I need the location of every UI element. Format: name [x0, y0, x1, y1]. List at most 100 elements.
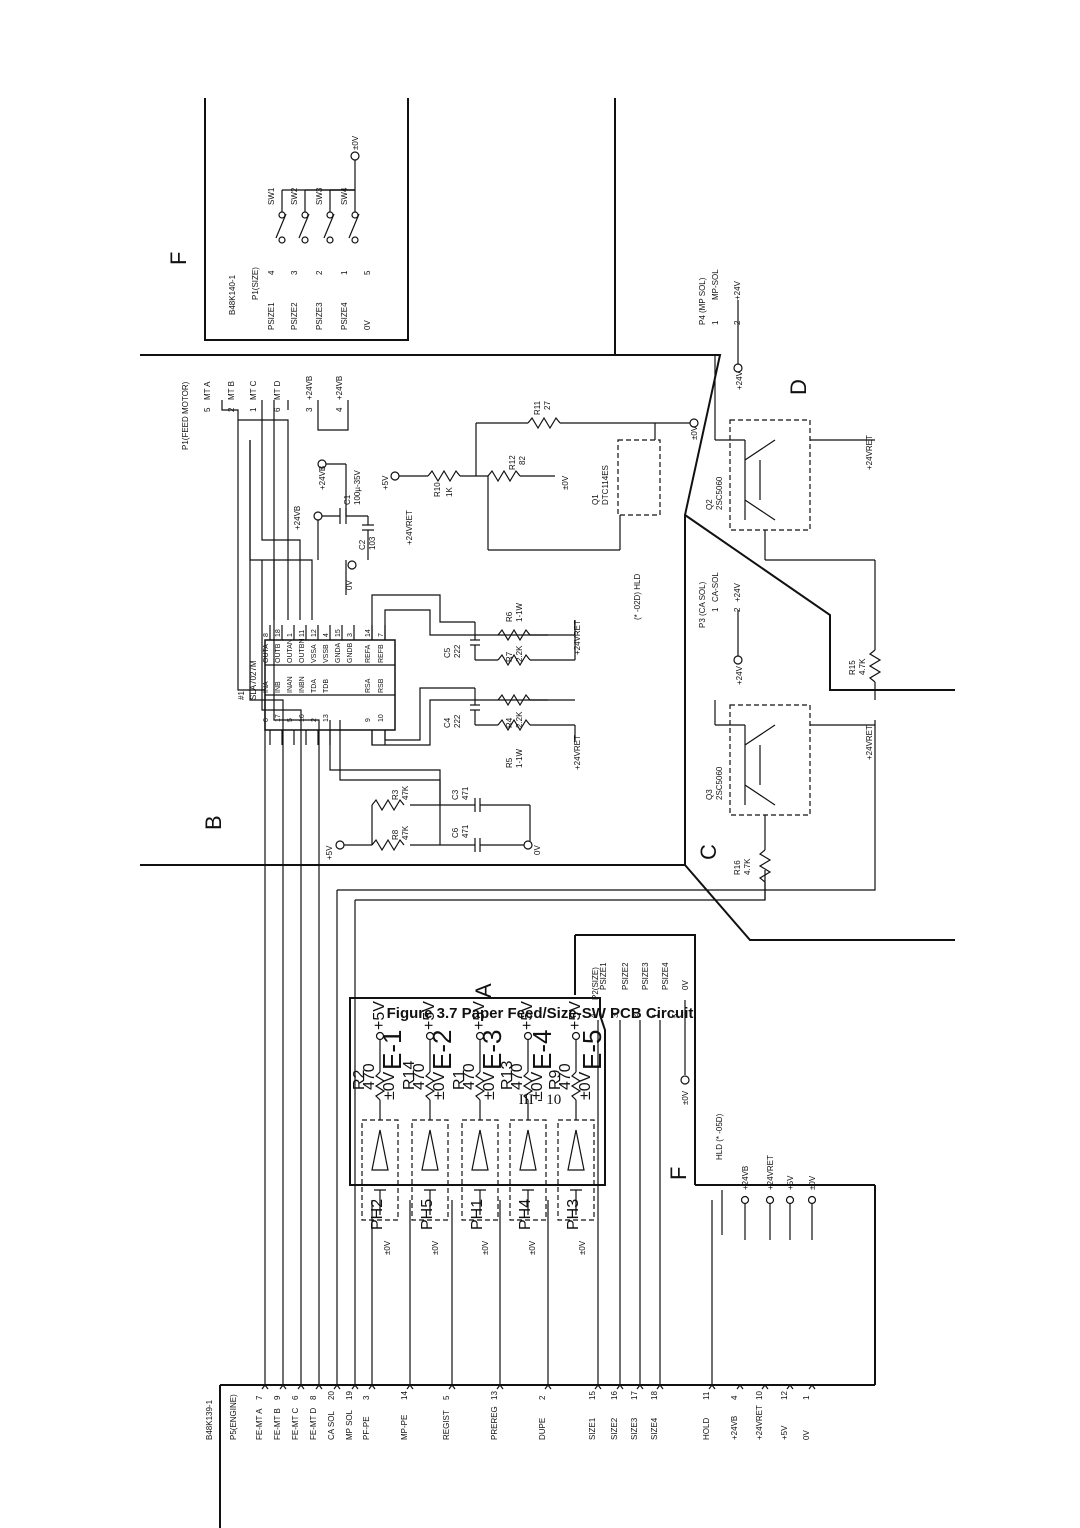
- ic1-pin-name: VSSA: [311, 644, 318, 663]
- ic1-pin-name: REFB: [378, 644, 385, 663]
- ic1-pin-name: INBN: [299, 676, 306, 693]
- p5-pin-number: 19: [345, 1391, 354, 1400]
- p5-pin-number: 1: [802, 1395, 811, 1400]
- ic1-pin-right: 4: [323, 633, 330, 637]
- ph-ref-label: PH3: [565, 1199, 582, 1230]
- p5-pin-number: 3: [362, 1395, 371, 1400]
- c5-label: C5: [443, 647, 452, 658]
- c3-value: 471: [461, 786, 470, 800]
- c6-value: 471: [461, 824, 470, 838]
- size-sw-name: P1(SIZE): [251, 267, 260, 300]
- ic1-pin-right: 1: [287, 633, 294, 637]
- p5-pin-signal: +24VB: [730, 1416, 739, 1440]
- p5-pin-signal: SIZE4: [650, 1417, 659, 1440]
- rail-24vret-q2: +24VRET: [865, 435, 874, 470]
- rail-24vret-r5: +24VRET: [573, 735, 582, 770]
- p1-pin-signal: +24VB: [335, 376, 344, 400]
- ph-resistor-value: 470: [557, 1063, 574, 1090]
- size-sw-label: SW2: [290, 187, 299, 205]
- p5-pin-number: 11: [702, 1391, 711, 1400]
- p5-pin-number: 20: [327, 1391, 336, 1400]
- ph-resistor-label: R13: [499, 1061, 516, 1090]
- p2-pin-signal: PSIZE4: [661, 962, 670, 990]
- hold-rail-label: +5V: [786, 1175, 795, 1190]
- p5-pin-signal: 0V: [802, 1430, 811, 1440]
- r16-label: R16: [733, 860, 742, 875]
- ph-gnd-label: ±0V: [431, 1071, 448, 1100]
- ic1-pin-name: OUTA: [263, 644, 270, 663]
- r3-value: 47K: [401, 785, 410, 800]
- ph-resistor-value: 470: [461, 1063, 478, 1090]
- p1-pin: 5MT A: [203, 381, 212, 412]
- size-sw-signal: PSIZE4: [340, 302, 349, 330]
- p2-gnd-label: ±0V: [681, 1090, 690, 1105]
- p5-connector: B48K139-1 P5(ENGINE): [205, 1394, 238, 1440]
- section-label-C: C: [696, 844, 721, 860]
- page-number: III - 10: [518, 1092, 562, 1108]
- r11-value: 27: [543, 401, 552, 410]
- r5-label: R5: [505, 757, 514, 768]
- section-label-F-top: F: [166, 252, 191, 265]
- size-switch-block: B48K140-1 P1(SIZE) ±0V: [228, 135, 360, 315]
- rail-24vb-c1: +24VB: [293, 506, 302, 530]
- size-sw-pin-number: 4: [267, 270, 276, 275]
- ic1-pin-left: 9: [365, 718, 372, 722]
- ph-vcc-label: +5V: [519, 1001, 536, 1030]
- p2-pin: 50V: [671, 980, 690, 1018]
- p4-pin1: 1: [711, 320, 720, 325]
- ph-gnd-label: ±0V: [481, 1071, 498, 1100]
- p5-bus-lines: [237, 420, 876, 1385]
- ic1-pin-name: VSSB: [323, 644, 330, 663]
- p5-gnd-label: ±0V: [481, 1240, 490, 1255]
- r12-value: 82: [518, 456, 527, 465]
- p5-pin-number: 7: [255, 1395, 264, 1400]
- size-sw-label: SW4: [340, 187, 349, 205]
- p2-gnd: ±0V: [680, 1000, 690, 1105]
- p4-pin2: 2: [733, 320, 742, 325]
- c1-label: C1: [343, 494, 352, 505]
- p5-gnd-label: ±0V: [578, 1240, 587, 1255]
- p1-pin-number: 3: [305, 407, 314, 412]
- size-sw-gnd: ±0V: [351, 135, 360, 150]
- ic1-pin-name: GNDB: [347, 642, 354, 663]
- ph-resistor-label: R2: [351, 1069, 368, 1090]
- p5-pin-signal: FE-MT A: [255, 1408, 264, 1440]
- p5-pin: 10+24VRET: [755, 1384, 769, 1440]
- hold-label: HLD (* -05D): [715, 1113, 724, 1160]
- size-sw-part: B48K140-1: [228, 274, 237, 315]
- p5-pin-signal: FE-MT B: [273, 1408, 282, 1440]
- ph-ref-label: PH5: [419, 1199, 436, 1230]
- section-label-B: B: [201, 815, 226, 830]
- p1-feed-motor-connector: P1(FEED MOTOR): [181, 381, 190, 450]
- figure-caption: Figure 3.7 Paper Feed/Size-SW PCB Circui…: [386, 1005, 694, 1022]
- p1-pin-signal: MT A: [203, 381, 212, 400]
- size-sw-pin-number: 1: [340, 270, 349, 275]
- p5-pin-number: 12: [780, 1391, 789, 1400]
- size-switch-pin: 0V 5: [363, 270, 372, 330]
- ph-resistor-label: R14: [401, 1061, 418, 1090]
- p1-pin: 1MT C: [249, 380, 258, 412]
- p1-pin-signal: MT C: [249, 380, 258, 400]
- rail-0v-c1: 0V: [345, 580, 354, 590]
- p2-pin-signal: PSIZE2: [621, 962, 630, 990]
- ic1-pin-left: 13: [323, 714, 330, 722]
- q1-value: DTC114ES: [601, 465, 610, 505]
- ph-vcc-label: +5V: [567, 1001, 584, 1030]
- size-sw-signal: 0V: [363, 320, 372, 330]
- p1-name: P1(FEED MOTOR): [181, 381, 190, 450]
- p5-pin: 12+5V: [780, 1384, 794, 1440]
- size-sw-pin-number: 5: [363, 270, 372, 275]
- ic1-pin-name: TDA: [311, 679, 318, 693]
- p5-pin: 9FE-MT B: [273, 1384, 287, 1440]
- section-label-D: D: [786, 379, 811, 395]
- r3-label: R3: [391, 789, 400, 800]
- c6-label: C6: [451, 827, 460, 838]
